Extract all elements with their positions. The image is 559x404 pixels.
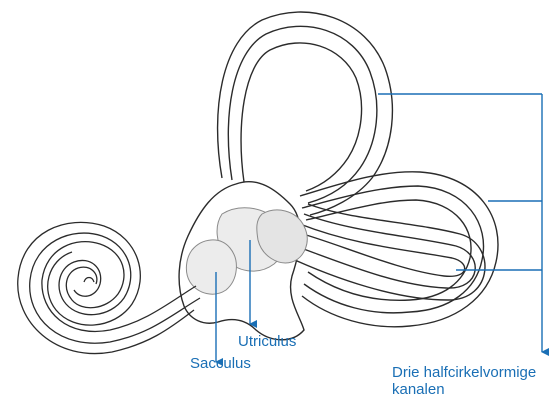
- sacculus-sac: [186, 240, 236, 294]
- semicircular-canals-label-line2: kanalen: [392, 381, 536, 398]
- vestibule: [179, 182, 307, 340]
- cochlea: [18, 222, 200, 353]
- semicircular-canals-label: Drie halfcirkelvormige kanalen: [392, 364, 536, 398]
- utriculus-label: Utriculus: [238, 333, 296, 350]
- sacculus-label: Sacculus: [190, 355, 251, 372]
- semicircular-canals-label-line1: Drie halfcirkelvormige: [392, 364, 536, 381]
